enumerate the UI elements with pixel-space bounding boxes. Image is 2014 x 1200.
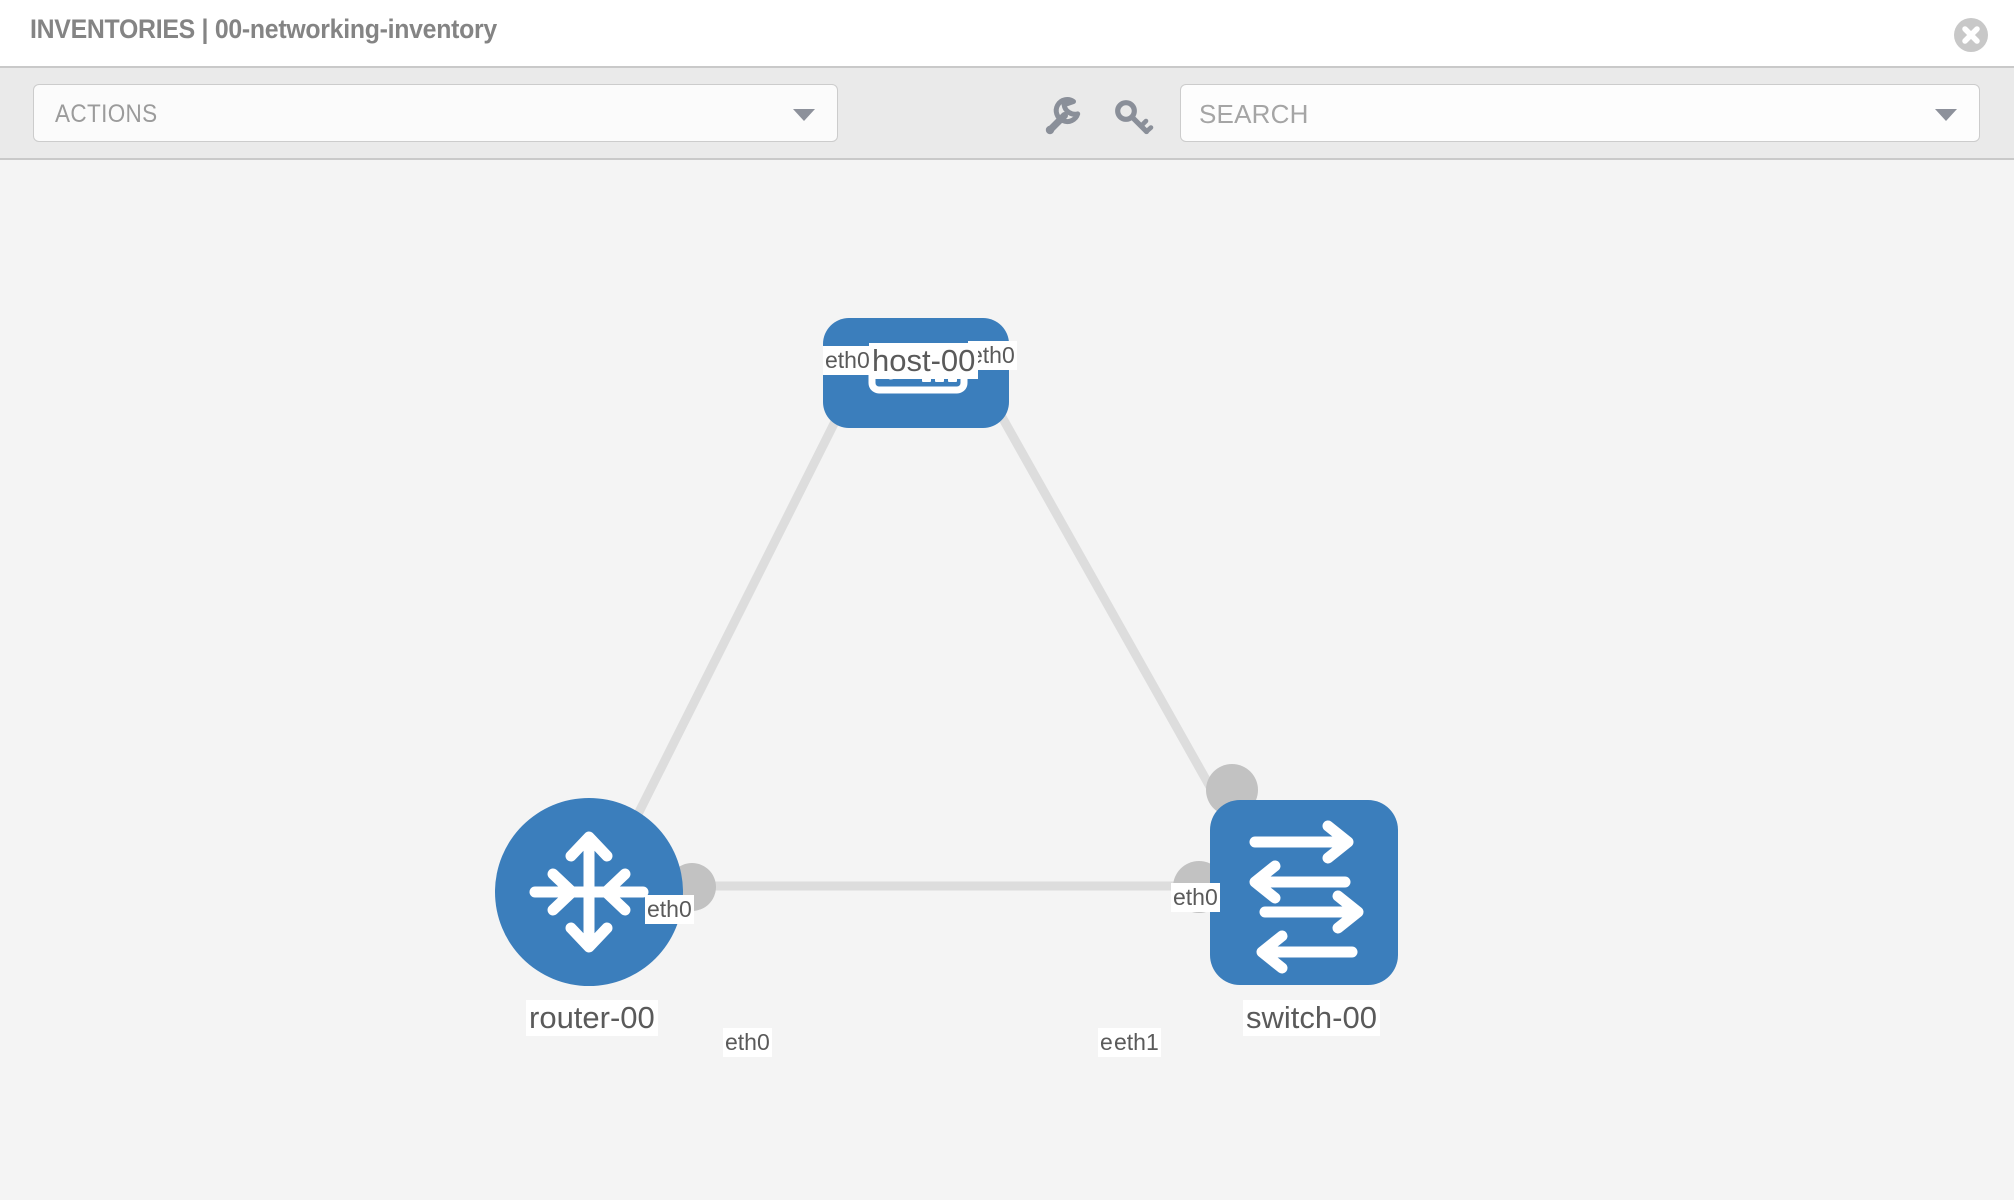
link-host00-router00[interactable]	[620, 343, 878, 843]
node-label-router-00: router-00	[526, 1000, 658, 1036]
node-switch-00[interactable]	[1210, 800, 1398, 985]
page-title: INVENTORIES | 00-networking-inventory	[30, 14, 497, 44]
search-input[interactable]: SEARCH	[1180, 84, 1980, 142]
edge-label-switch00-eth0-up: eth0	[1171, 883, 1220, 912]
topology-canvas[interactable]: eth0 eth0 eth0 eth0 eth0 eth0 eth1 host-…	[0, 160, 2014, 1200]
chevron-down-icon[interactable]	[1935, 109, 1957, 121]
topology-graph	[495, 318, 1398, 986]
key-icon[interactable]	[1110, 94, 1156, 140]
close-icon[interactable]	[1954, 18, 1988, 52]
search-placeholder: SEARCH	[1199, 99, 1309, 129]
wrench-icon[interactable]	[1040, 94, 1086, 140]
node-label-switch-00: switch-00	[1243, 1000, 1380, 1036]
actions-dropdown[interactable]: ACTIONS	[33, 84, 838, 142]
edge-label-switch00-eth1: eth1	[1112, 1028, 1161, 1057]
toolbar: ACTIONS SEARCH	[0, 68, 2014, 160]
link-host00-switch00[interactable]	[958, 343, 1244, 843]
node-router-00[interactable]	[495, 798, 683, 986]
edge-label-router00-eth0-up: eth0	[645, 895, 694, 924]
switch-arrows-icon	[1249, 820, 1364, 974]
router-arrows-icon	[529, 831, 649, 953]
edge-label-router00-eth0: eth0	[723, 1028, 772, 1057]
chevron-down-icon	[793, 109, 815, 121]
edge-label-host00-eth0-left: eth0	[823, 346, 872, 375]
node-label-host-00: host-00	[869, 343, 979, 379]
actions-dropdown-label: ACTIONS	[55, 100, 158, 128]
window-header: INVENTORIES | 00-networking-inventory	[0, 0, 2014, 68]
